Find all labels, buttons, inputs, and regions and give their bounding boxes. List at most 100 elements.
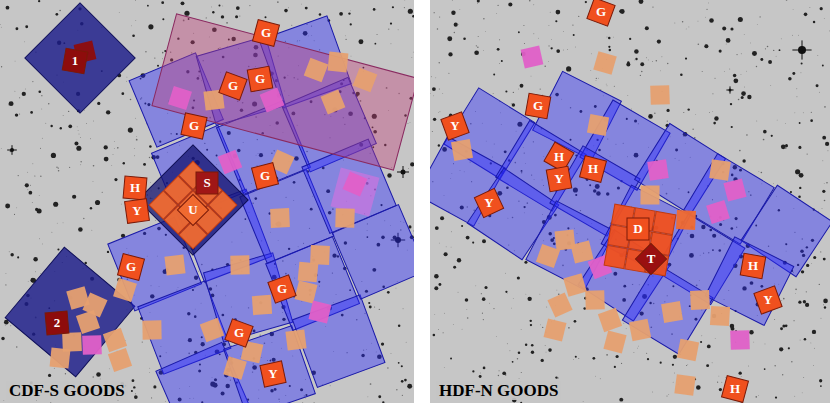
pointing-square bbox=[200, 318, 224, 342]
pointing-marker: Y bbox=[548, 168, 570, 190]
pointing-square bbox=[593, 51, 617, 75]
acs-tile bbox=[430, 136, 505, 226]
acs-mosaic bbox=[57, 4, 414, 403]
marker-letter: U bbox=[182, 199, 204, 221]
pointing-square bbox=[710, 306, 730, 326]
pointing-square bbox=[690, 290, 710, 310]
marker-letter: G bbox=[228, 322, 250, 344]
pointing-marker: G bbox=[222, 75, 244, 97]
pointing-square bbox=[164, 254, 185, 275]
pointing-marker: Y bbox=[262, 363, 284, 385]
pointing-square bbox=[521, 46, 544, 69]
marker-square bbox=[580, 156, 607, 183]
pointing-square bbox=[536, 244, 560, 268]
pointing-square bbox=[706, 200, 730, 224]
dark-field bbox=[138, 145, 248, 255]
pointing-square bbox=[661, 301, 683, 323]
bright-star bbox=[397, 166, 409, 178]
marker-letter: G bbox=[249, 68, 271, 90]
pointing-square bbox=[142, 320, 161, 339]
bright-star bbox=[726, 86, 733, 93]
pointing-square bbox=[321, 90, 346, 115]
marker-square bbox=[118, 254, 145, 281]
marker-square bbox=[525, 93, 550, 118]
pointing-square bbox=[76, 310, 100, 334]
pointing-marker: H bbox=[742, 255, 764, 277]
pointing-square bbox=[585, 290, 605, 310]
marker-square bbox=[253, 20, 280, 47]
marker-square bbox=[268, 275, 296, 303]
pointing-square bbox=[650, 85, 670, 105]
marker-letter: G bbox=[222, 75, 244, 97]
marker-letter: Y bbox=[757, 289, 779, 311]
pointing-square bbox=[82, 335, 102, 355]
pointing-marker: T bbox=[640, 248, 662, 270]
pointing-square bbox=[676, 210, 696, 230]
bright-star bbox=[792, 40, 811, 59]
pointing-square bbox=[294, 280, 317, 303]
pointing-marker: D bbox=[627, 218, 649, 240]
pointing-square bbox=[451, 139, 473, 161]
pointing-marker: S bbox=[196, 172, 218, 194]
pointing-square bbox=[308, 300, 331, 323]
marker-letter: S bbox=[196, 172, 218, 194]
pointing-marker: H bbox=[582, 158, 604, 180]
pointing-square bbox=[328, 52, 349, 73]
marker-letter: G bbox=[255, 22, 277, 44]
marker-square bbox=[722, 376, 749, 403]
marker-letter: Y bbox=[262, 363, 284, 385]
marker-letter: Y bbox=[444, 115, 466, 137]
pointing-marker: H bbox=[724, 378, 746, 400]
marker-square bbox=[62, 48, 87, 73]
pointing-marker: G bbox=[590, 1, 612, 23]
field-label: HDF-N GOODS bbox=[436, 381, 561, 400]
pointing-square bbox=[640, 185, 659, 204]
pointing-square bbox=[709, 159, 731, 181]
pointing-square bbox=[62, 332, 82, 352]
marker-square bbox=[260, 361, 286, 387]
pointing-square bbox=[285, 329, 306, 350]
survey-panel: HDF-N GOODSGGYHHYYDTHYH bbox=[430, 0, 830, 403]
marker-letter: 2 bbox=[46, 312, 68, 334]
marker-square bbox=[587, 0, 615, 26]
marker-letter: G bbox=[183, 115, 205, 137]
marker-square bbox=[181, 113, 207, 139]
marker-square bbox=[196, 172, 218, 194]
pointing-square bbox=[168, 86, 192, 110]
pointing-marker: U bbox=[182, 199, 204, 221]
pointing-square bbox=[674, 374, 695, 395]
dark-field bbox=[25, 3, 135, 113]
pointing-marker: G bbox=[255, 22, 277, 44]
marker-square bbox=[252, 163, 279, 190]
pointing-marker: Y bbox=[478, 192, 500, 214]
pointing-square bbox=[598, 308, 622, 332]
pointing-square bbox=[544, 319, 567, 342]
pointing-square bbox=[113, 278, 137, 302]
pointing-square bbox=[629, 319, 651, 341]
field-label: CDF-S GOODS bbox=[6, 381, 128, 400]
acs-tile bbox=[332, 205, 414, 300]
pointing-square bbox=[730, 330, 750, 350]
marker-letter: 1 bbox=[64, 50, 86, 72]
marker-square bbox=[45, 311, 69, 335]
cluster-square bbox=[653, 211, 676, 234]
marker-letter: H bbox=[742, 255, 764, 277]
pointing-marker: G bbox=[254, 165, 276, 187]
pointing-square bbox=[103, 328, 127, 352]
pointing-marker: H bbox=[124, 177, 146, 199]
marker-square bbox=[474, 188, 503, 217]
pointing-square bbox=[570, 240, 593, 263]
marker-square bbox=[125, 199, 150, 224]
pointing-marker: G bbox=[120, 256, 142, 278]
acs-mosaic bbox=[430, 30, 830, 387]
marker-letter: H bbox=[724, 378, 746, 400]
pointing-square bbox=[108, 348, 132, 372]
bright-star bbox=[7, 145, 17, 155]
acs-tile bbox=[622, 264, 713, 355]
pointing-square bbox=[260, 88, 285, 113]
marker-square bbox=[627, 218, 649, 240]
marker-letter: G bbox=[254, 165, 276, 187]
marker-square bbox=[219, 72, 247, 100]
pointing-square bbox=[310, 245, 330, 265]
marker-letter: H bbox=[548, 146, 570, 168]
